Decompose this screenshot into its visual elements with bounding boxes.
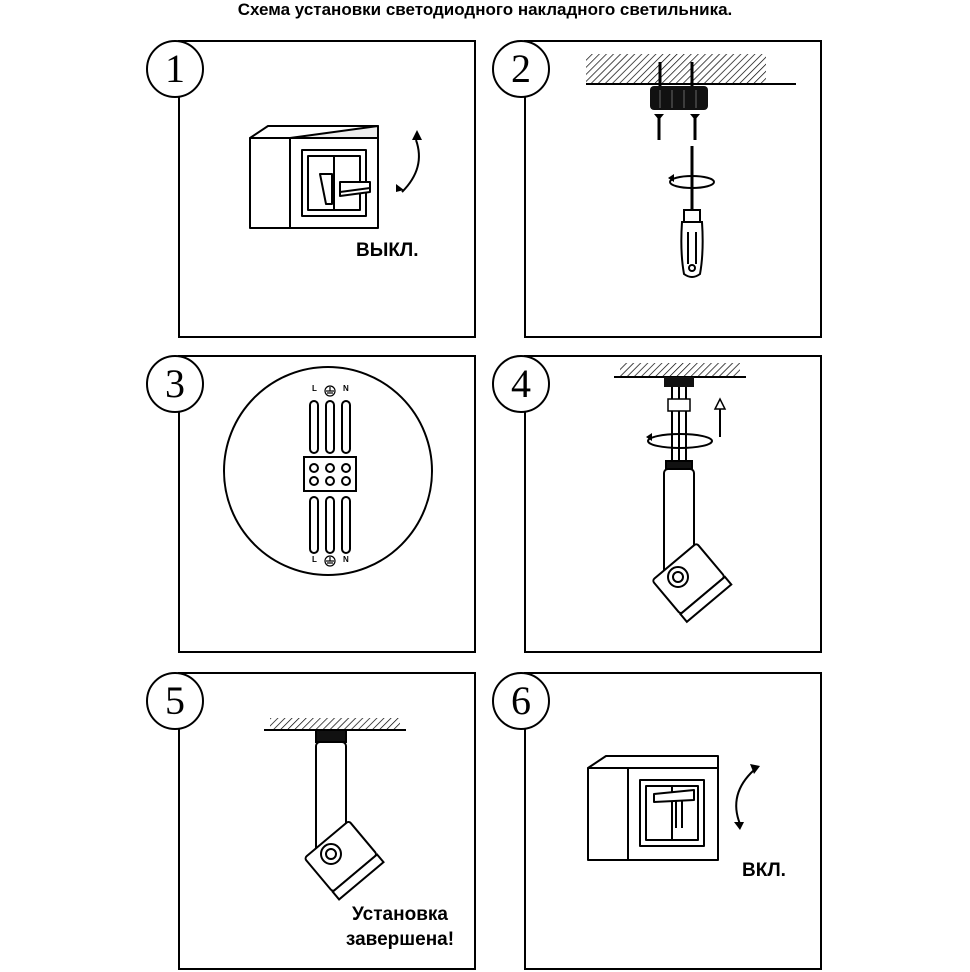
step-1-badge: 1 <box>146 40 204 98</box>
screwdriver-icon <box>680 146 704 278</box>
step-6-caption: ВКЛ. <box>742 860 786 881</box>
light-switch-off-icon <box>249 125 422 229</box>
step-2-badge: 2 <box>492 40 550 98</box>
step-5-caption-line2: завершена! <box>345 929 455 950</box>
step-6-panel <box>524 672 822 970</box>
spotlight-install-icon <box>614 363 746 624</box>
wire-label-l-top: L <box>312 384 317 393</box>
step-2-panel <box>524 40 822 338</box>
spotlight-installed-icon <box>264 718 406 901</box>
step-6-badge: 6 <box>492 672 550 730</box>
wire-label-l-bottom: L <box>312 555 317 564</box>
terminal-block-icon <box>223 366 433 576</box>
step-5-caption: Установка завершена! <box>330 902 470 952</box>
ground-icon <box>324 385 336 567</box>
page-title: Схема установки светодиодного накладного… <box>237 0 733 19</box>
step-5-caption-line1: Установка <box>352 904 448 925</box>
wire-label-n-top: N <box>343 384 349 393</box>
step-4-panel <box>524 355 822 653</box>
step-1-panel <box>178 40 476 338</box>
ceiling-mount-icon <box>586 54 796 278</box>
up-arrow-icon <box>713 397 727 437</box>
step-5-panel: Установка завершена! <box>178 672 476 970</box>
light-switch-on-icon <box>587 755 760 861</box>
wire-label-n-bottom: N <box>343 555 349 564</box>
step-5-badge: 5 <box>146 672 204 730</box>
screw-icon <box>654 114 700 140</box>
step-3-panel: L N L N <box>178 355 476 653</box>
step-3-badge: 3 <box>146 355 204 413</box>
step-4-badge: 4 <box>492 355 550 413</box>
step-1-caption: ВЫКЛ. <box>356 240 419 261</box>
rotate-arrow-icon <box>668 174 715 189</box>
